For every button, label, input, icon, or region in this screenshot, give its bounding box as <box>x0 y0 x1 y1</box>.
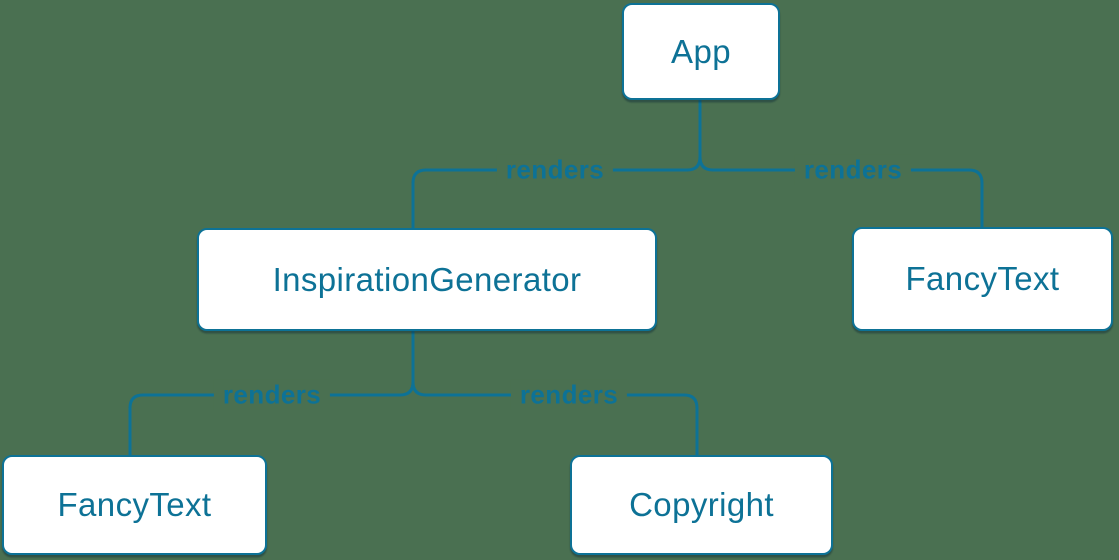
node-copyright: Copyright <box>570 455 833 555</box>
node-app-label: App <box>671 32 731 70</box>
edge-label-app-inspirationgenerator: renders <box>496 154 614 186</box>
node-fancytext-top: FancyText <box>852 227 1113 331</box>
node-fancytext-bottom: FancyText <box>2 455 267 555</box>
edge-label-inspirationgenerator-copyright: renders <box>510 379 628 411</box>
node-app: App <box>622 3 780 100</box>
node-fancytext-top-label: FancyText <box>905 260 1060 297</box>
node-inspiration-generator-label: InspirationGenerator <box>272 260 582 298</box>
edge-label-app-fancytext: renders <box>794 154 912 186</box>
edge-label-inspirationgenerator-fancytext: renders <box>213 379 331 411</box>
node-copyright-label: Copyright <box>629 486 774 523</box>
node-fancytext-bottom-label: FancyText <box>57 486 212 523</box>
node-inspiration-generator: InspirationGenerator <box>197 228 657 331</box>
